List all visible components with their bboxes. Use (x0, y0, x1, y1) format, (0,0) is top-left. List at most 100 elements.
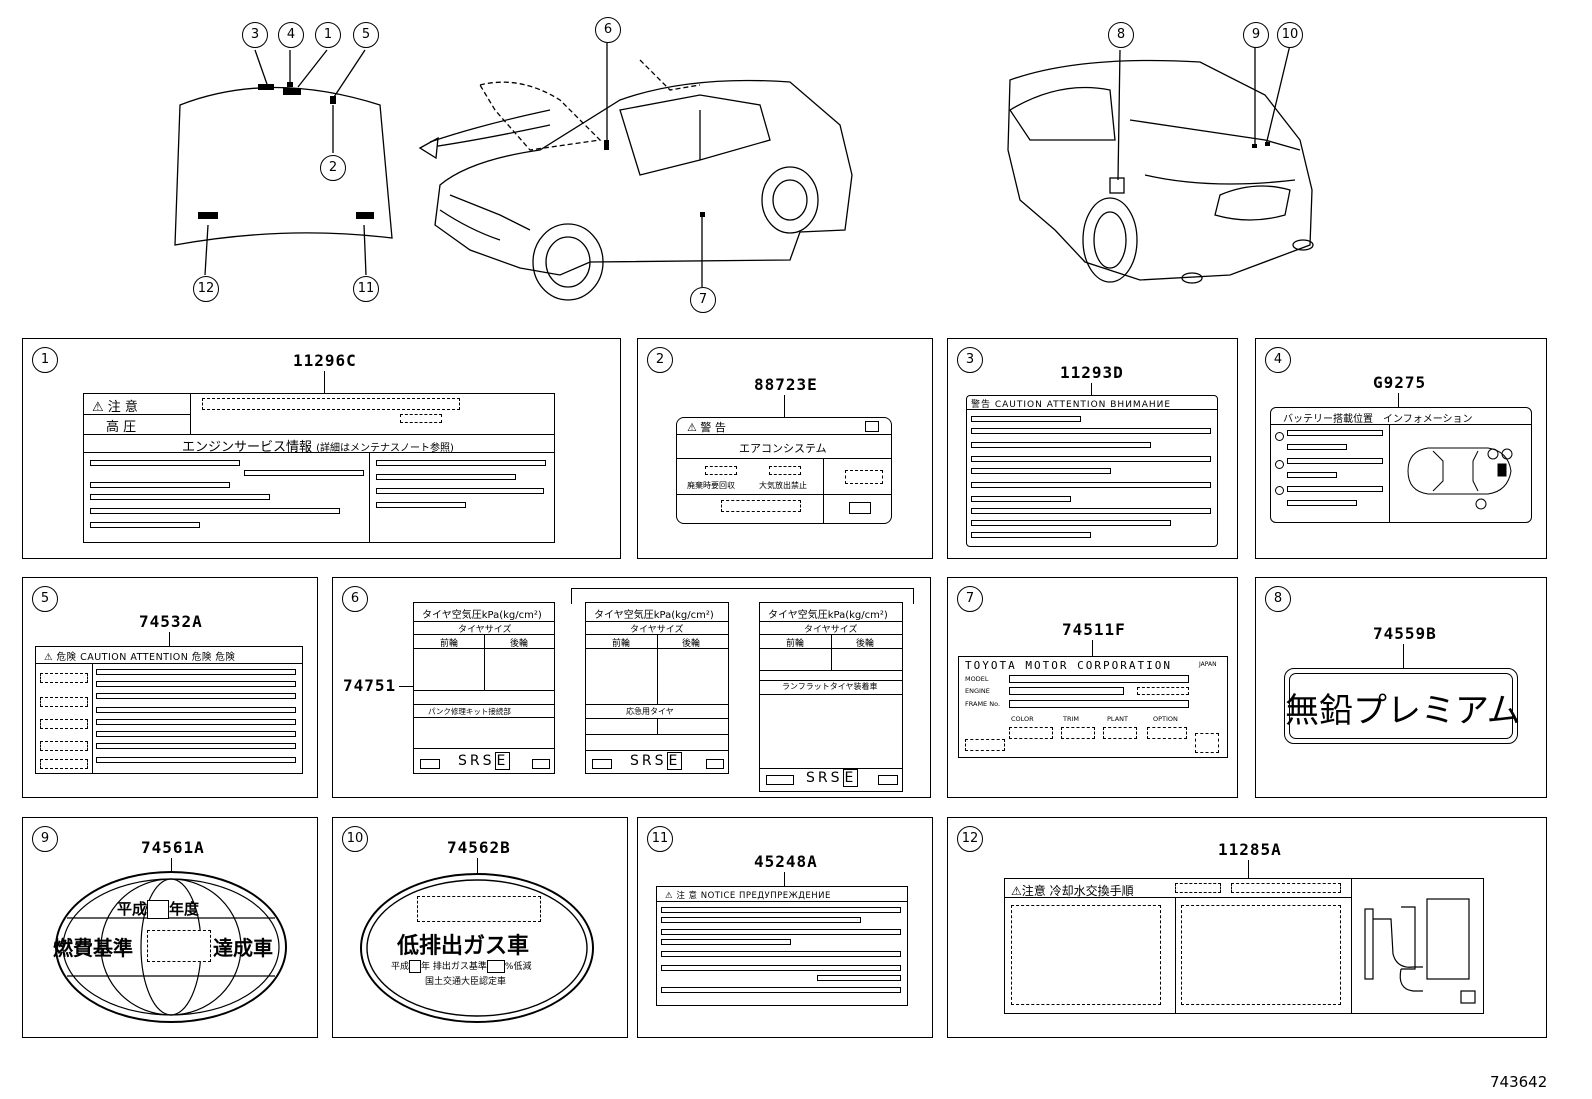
label-74532A-header: ⚠ 危険 CAUTION ATTENTION 危険 危険 (44, 652, 236, 663)
caution-mark: ⚠ 注 意 (92, 400, 138, 415)
label-11293D: 警告 CAUTION ATTENTION ВНИМАНИЕ (966, 395, 1218, 547)
panel-12-number: 12 (957, 826, 983, 852)
panel-11-part-number: 45248A (754, 852, 818, 871)
country-text: JAPAN (1199, 661, 1217, 668)
fuel-economy-emblem (55, 871, 287, 1023)
panel-10: 10 74562B 低排出ガス車 平成年 排出ガス基準%低減 国土交通大臣認定車 (332, 817, 628, 1038)
label-45248A: ⚠ 注 意 NOTICE ПРЕДУПРЕЖДЕНИЕ (656, 886, 908, 1006)
frame-text: FRAME No. (965, 700, 1001, 708)
panel-5-part-number: 74532A (139, 612, 203, 631)
tire-label-1-note: パンク修理キット接続部 (428, 707, 511, 716)
panel-2: 2 88723E ⚠ 警 告 エアコンシステム 廃棄時要回収 大気放出禁止 (637, 338, 933, 559)
label-G9275: バッテリー搭載位置 インフォメーション (1270, 407, 1532, 523)
label-74532A: ⚠ 危険 CAUTION ATTENTION 危険 危険 (35, 646, 303, 774)
panel-10-part-number: 74562B (447, 838, 511, 857)
tire-label-2: タイヤ空気圧kPa(kg/cm²) タイヤサイズ 前輪 後輪 応急用タイヤ SR… (585, 602, 729, 774)
panel-9-number: 9 (32, 826, 58, 852)
label-88723E: ⚠ 警 告 エアコンシステム 廃棄時要回収 大気放出禁止 (676, 417, 892, 524)
tire-label-1: タイヤ空気圧kPa(kg/cm²) タイヤサイズ 前輪 後輪 パンク修理キット接… (413, 602, 555, 774)
panel-10-number: 10 (342, 826, 368, 852)
panel-8-number: 8 (1265, 586, 1291, 612)
tire-label-3-size: タイヤサイズ (804, 625, 858, 635)
panel-12-part-number: 11285A (1218, 840, 1282, 859)
panel-7-number: 7 (957, 586, 983, 612)
panel-4: 4 G9275 バッテリー搭載位置 インフォメーション (1255, 338, 1547, 559)
panel-6-number: 6 (342, 586, 368, 612)
callout-4: 4 (278, 22, 304, 48)
tire-label-3: タイヤ空気圧kPa(kg/cm²) タイヤサイズ 前輪 後輪 ランフラットタイヤ… (759, 602, 903, 792)
model-text: MODEL (965, 675, 989, 683)
panel-5-number: 5 (32, 586, 58, 612)
panel-7: 7 74511F TOYOTA MOTOR CORPORATION JAPAN … (947, 577, 1238, 798)
coolant-header: ⚠注意 冷却水交換手順 (1011, 884, 1134, 898)
high-pressure-text: 高 圧 (106, 420, 137, 435)
callout-6: 6 (595, 17, 621, 43)
callout-2: 2 (320, 155, 346, 181)
service-header: エンジンサービス情報 (詳細はメンテナスノート参照) (182, 440, 454, 455)
tire-label-1-front: 前輪 (440, 639, 459, 649)
callout-11: 11 (353, 276, 379, 302)
warning-mark: ⚠ 警 告 (687, 421, 726, 434)
panel-5: 5 74532A ⚠ 危険 CAUTION ATTENTION 危険 危険 (22, 577, 318, 798)
panel-3-number: 3 (957, 347, 983, 373)
panel-4-part-number: G9275 (1373, 373, 1427, 392)
battery-icon (865, 421, 879, 432)
trim-text: TRIM (1063, 715, 1080, 723)
system-text: エアコンシステム (739, 442, 827, 455)
tire-label-2-title: タイヤ空気圧kPa(kg/cm²) (594, 610, 714, 621)
panel-6-part-number: 74751 (343, 676, 397, 695)
panel-2-part-number: 88723E (754, 375, 818, 394)
tire-label-2-front: 前輪 (612, 639, 631, 649)
panel-7-part-number: 74511F (1062, 620, 1126, 639)
coolant-reservoir-diagram (1364, 898, 1476, 1004)
panel-11: 11 45248A ⚠ 注 意 NOTICE ПРЕДУПРЕЖДЕНИЕ (637, 817, 933, 1038)
callout-9: 9 (1243, 22, 1269, 48)
low-emission-line2: 国土交通大臣認定車 (425, 977, 507, 987)
label-11293D-header: 警告 CAUTION ATTENTION ВНИМАНИЕ (971, 400, 1172, 410)
tire-label-1-title: タイヤ空気圧kPa(kg/cm²) (422, 610, 542, 621)
no-release-text: 大気放出禁止 (759, 481, 807, 490)
color-text: COLOR (1011, 715, 1034, 723)
panel-3-part-number: 11293D (1060, 363, 1124, 382)
callout-7: 7 (690, 287, 716, 313)
low-emission-title: 低排出ガス車 (397, 934, 530, 959)
tire-label-3-note: ランフラットタイヤ装着車 (782, 682, 878, 691)
label-45248A-header: ⚠ 注 意 NOTICE ПРЕДУПРЕЖДЕНИЕ (665, 891, 831, 901)
tire-label-2-size: タイヤサイズ (630, 625, 684, 635)
tire-label-3-front: 前輪 (786, 639, 805, 649)
low-emission-emblem (360, 873, 594, 1023)
callout-3: 3 (242, 22, 268, 48)
callout-10: 10 (1277, 22, 1303, 48)
panel-8-part-number: 74559B (1373, 624, 1437, 643)
low-emission-line1: 平成年 排出ガス基準%低減 (391, 960, 532, 973)
figure-id: 743642 (1490, 1073, 1548, 1091)
callout-1: 1 (315, 22, 341, 48)
panel-3: 3 11293D 警告 CAUTION ATTENTION ВНИМАНИЕ (947, 338, 1238, 559)
tire-label-3-rear: 後輪 (856, 639, 875, 649)
panel-8: 8 74559B 無鉛プレミアム (1255, 577, 1547, 798)
panel-9-part-number: 74561A (141, 838, 205, 857)
label-11296C: ⚠ 注 意 高 圧 エンジンサービス情報 (詳細はメンテナスノート参照) (83, 393, 555, 543)
tire-label-1-rear: 後輪 (510, 639, 529, 649)
maker-text: TOYOTA MOTOR CORPORATION (965, 659, 1172, 672)
panel-1-number: 1 (32, 347, 58, 373)
tire-label-3-title: タイヤ空気圧kPa(kg/cm²) (768, 610, 888, 621)
fuel-standard-text: 燃費基準 (53, 936, 133, 960)
option-text: OPTION (1153, 715, 1178, 723)
label-11285A: ⚠注意 冷却水交換手順 (1004, 878, 1484, 1014)
recover-text: 廃棄時要回収 (687, 481, 735, 490)
panel-11-number: 11 (647, 826, 673, 852)
callout-5: 5 (353, 22, 379, 48)
callout-12: 12 (193, 276, 219, 302)
label-74511F: TOYOTA MOTOR CORPORATION JAPAN MODEL ENG… (958, 656, 1228, 758)
battery-location-header: バッテリー搭載位置 インフォメーション (1283, 414, 1473, 425)
panel-6: 6 74751 タイヤ空気圧kPa(kg/cm²) タイヤサイズ 前輪 後輪 パ… (332, 577, 931, 798)
panel-1: 1 11296C ⚠ 注 意 高 圧 エンジンサービス情報 (詳細はメンテナスノ… (22, 338, 621, 559)
tire-label-1-size: タイヤサイズ (458, 625, 512, 635)
tire-label-2-note: 応急用タイヤ (626, 707, 674, 716)
plant-text: PLANT (1107, 715, 1128, 723)
car-topview-icon (1407, 447, 1513, 510)
